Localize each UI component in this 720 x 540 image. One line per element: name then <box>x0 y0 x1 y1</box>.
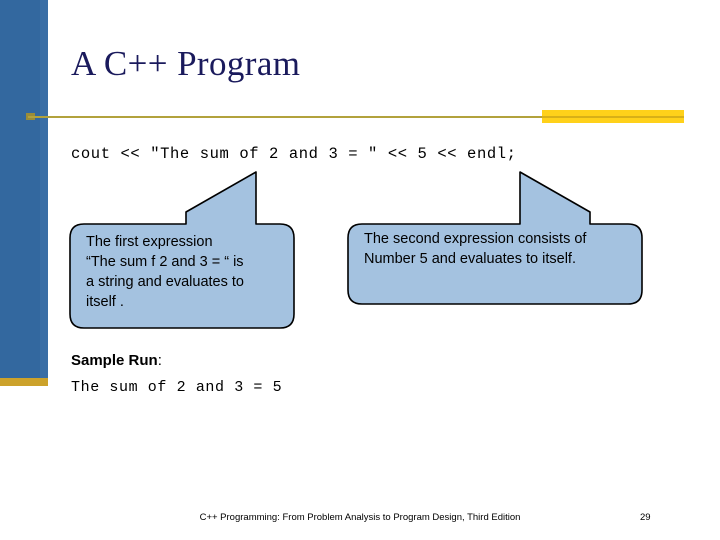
callout-balloon-shape <box>69 171 295 329</box>
sidebar-gold-band <box>0 378 48 386</box>
callout-first-expression: The first expression “The sum f 2 and 3 … <box>66 166 298 332</box>
page-title: A C++ Program <box>71 44 301 83</box>
sample-run-label-bold: Sample Run <box>71 352 158 369</box>
callout-second-expression: The second expression consists of Number… <box>344 166 646 308</box>
sample-run-label-colon: : <box>157 352 162 369</box>
footer-page-number: 29 <box>640 512 651 523</box>
sample-run-output: The sum of 2 and 3 = 5 <box>71 379 283 396</box>
title-rule-thin <box>28 116 544 118</box>
callout-balloon-shape <box>347 171 643 305</box>
sidebar-blue-edge <box>40 0 48 378</box>
footer-citation: C++ Programming: From Problem Analysis t… <box>199 512 521 523</box>
title-rule-accent-line <box>542 116 684 118</box>
callout-second-expression-text: The second expression consists of Number… <box>364 231 587 267</box>
sample-run-label: Sample Run: <box>71 352 162 369</box>
code-line: cout << "The sum of 2 and 3 = " << 5 << … <box>71 145 517 163</box>
callout-first-expression-text: The first expression “The sum f 2 and 3 … <box>86 234 244 310</box>
